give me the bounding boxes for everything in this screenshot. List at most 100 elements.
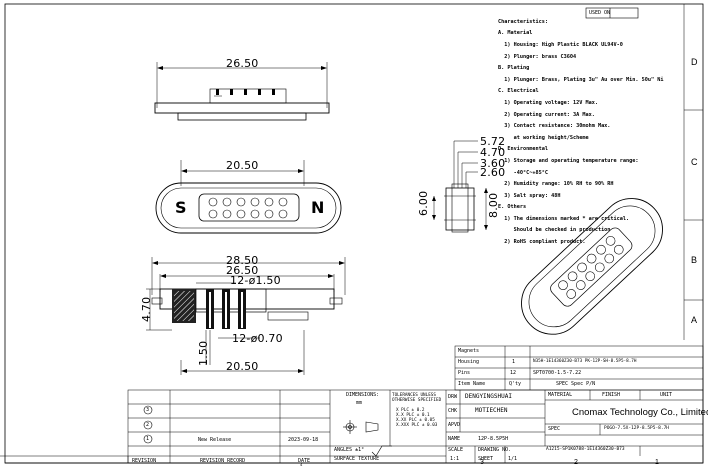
surface-label: SURFACE TEXTURE <box>334 456 380 462</box>
note-line: Characteristics: <box>498 18 548 25</box>
note-line: 2) Humidity range: 10% RH to 90% RH <box>498 181 614 188</box>
revision-symbol: 1 <box>146 436 150 442</box>
sig-name-drw: DENGYINGSHUAI <box>465 393 512 400</box>
note-line: -40°C~+85°C <box>498 169 548 176</box>
used-on-label: USED ON <box>589 10 611 16</box>
revision-date: 2023-09-18 <box>288 437 319 443</box>
note-line: Should be checked in production <box>498 227 611 234</box>
bom-name-header: Item Name <box>458 381 486 387</box>
front-view <box>155 160 342 234</box>
side-view <box>432 140 488 233</box>
bom-desc-3: SPT0700-1.5-7.22 <box>533 370 582 376</box>
note-line: C. Electrical <box>498 88 539 95</box>
front-width-dim: 20.50 <box>226 159 259 172</box>
note-line: B. Plating <box>498 65 530 72</box>
sig-role-chk: CHK <box>448 408 458 414</box>
sig-role-drw: DRW <box>448 394 458 400</box>
dimensions-label: DIMENSIONS: <box>346 392 380 398</box>
side-dim-3: 3.60 <box>480 157 506 170</box>
sheet-value: 1/1 <box>508 456 518 462</box>
section-overall-dim: 28.50 <box>226 254 259 267</box>
bom-desc-2: N35H-1E14360Z30-B73 PK-12P-SH-8.5P5-8.7H <box>533 359 637 364</box>
scale-label: SCALE <box>448 447 464 453</box>
spec-value: POGO-7.5X-12P-8.5P5-8.7H <box>604 426 670 431</box>
tolerance-label: TOLERANCES UNLESS OTHERWISE SPECIFIED <box>392 393 442 403</box>
bom-table-lines <box>454 345 704 391</box>
unit-label: UNIT <box>660 392 673 398</box>
bom-qty-2: 1 <box>512 359 516 365</box>
south-mark: S <box>175 198 187 217</box>
drawing-no-label: DRAWING NO. <box>478 447 512 453</box>
note-line: 1) Storage and operating temperature ran… <box>498 157 639 164</box>
revision-symbol: 3 <box>146 407 150 413</box>
zone-a: A <box>691 315 698 325</box>
top-width-dim: 26.50 <box>226 57 259 70</box>
section-bottom-dim: 20.50 <box>226 360 259 373</box>
revision-col-header: REVISION <box>132 458 157 464</box>
bom-qty-header: Q'ty <box>509 381 522 387</box>
isometric-view <box>521 198 663 335</box>
characteristics-notes: Characteristics: A. Material 1) Housing:… <box>498 14 664 252</box>
tolerance-row: X.X PLC ± 0.1 <box>396 413 430 418</box>
note-line: E. Others <box>498 204 527 211</box>
revision-record-header: REVISION RECORD <box>200 458 246 464</box>
tolerance-rows: X PLC ± 0.2 X.X PLC ± 0.1 X.XX PLC ± 0.0… <box>396 408 437 428</box>
revision-symbol: 2 <box>146 422 150 428</box>
section-view <box>146 257 346 375</box>
note-line: 3) Salt spray: 48H <box>498 192 561 199</box>
finish-label: FINISH <box>602 392 621 398</box>
revision-date-header: DATE <box>298 458 311 464</box>
note-line: 3) Contact resistance: 30mohm Max. <box>498 123 611 130</box>
side-height-left: 6.00 <box>417 190 430 216</box>
zone-2: 2 <box>574 459 578 466</box>
section-tail-len-dim: 1.50 <box>197 340 210 366</box>
zone-4: 4 <box>300 462 303 467</box>
section-body-dim: 26.50 <box>226 264 259 277</box>
sig-role-name: NAME <box>448 436 461 442</box>
note-line: 2) Operating current: 3A Max. <box>498 111 595 118</box>
angles-label: ANGLES ±1° <box>334 447 365 453</box>
tolerance-row: X PLC ± 0.2 <box>396 408 425 413</box>
section-height-dim: 4.70 <box>140 296 153 322</box>
bom-desc-header: SPEC Spec P/N <box>556 381 596 387</box>
sig-name-chk: MOTIECHEN <box>475 407 508 414</box>
sheet-label: SHEET <box>478 456 494 462</box>
projection-symbol <box>343 420 379 434</box>
drawing-no: A1215-SP1K0788-1E14360Z30-B73 <box>546 447 625 452</box>
material-label: MATERIAL <box>548 392 573 398</box>
tolerance-row: X.XXX PLC ± 0.03 <box>396 423 438 428</box>
bom-name-1: Magnets <box>458 348 480 354</box>
spec-label: SPEC <box>548 426 561 432</box>
zone-c: C <box>691 157 698 167</box>
scale-value: 1:1 <box>450 456 460 462</box>
bom-name-2: Housing <box>458 359 480 365</box>
side-dim-4: 2.60 <box>480 166 506 179</box>
zone-b: B <box>691 255 698 265</box>
side-dim-1: 5.72 <box>480 135 506 148</box>
section-pins-dim: 12-ø1.50 <box>230 274 281 287</box>
note-line: 1) Plunger: Brass, Plating 3u" Au over M… <box>498 76 664 83</box>
dimensions-unit: mm <box>356 400 363 406</box>
note-line: at working height/Scheme <box>498 134 589 141</box>
bom-qty-3: 12 <box>510 370 517 376</box>
side-dim-2: 4.70 <box>480 146 506 159</box>
note-line: 1) The dimensions marked * are critical. <box>498 215 630 222</box>
revision-circles <box>143 405 153 444</box>
section-tails-dim: 12-ø0.70 <box>232 332 283 345</box>
sig-name-name: 12P-8.5P5H <box>478 436 509 442</box>
top-view <box>154 62 330 121</box>
tolerance-row: X.XX PLC ± 0.05 <box>396 418 435 423</box>
bom-name-3: Pins <box>458 370 471 376</box>
zone-d: D <box>691 57 698 67</box>
title-block-lines <box>0 389 704 464</box>
note-line: 2) Plunger: brass C3604 <box>498 53 577 60</box>
note-line: 1) Housing: High Plastic BLACK UL94V-0 <box>498 41 623 48</box>
zone-1: 1 <box>655 459 659 466</box>
note-line: A. Material <box>498 30 533 37</box>
revision-record: New Release <box>198 437 232 443</box>
zone-3: 3 <box>480 459 484 466</box>
note-line: 1) Operating voltage: 12V Max. <box>498 99 598 106</box>
note-line: D. Environmental <box>498 146 548 153</box>
note-line: 2) RoHS compliant product. <box>498 239 586 246</box>
